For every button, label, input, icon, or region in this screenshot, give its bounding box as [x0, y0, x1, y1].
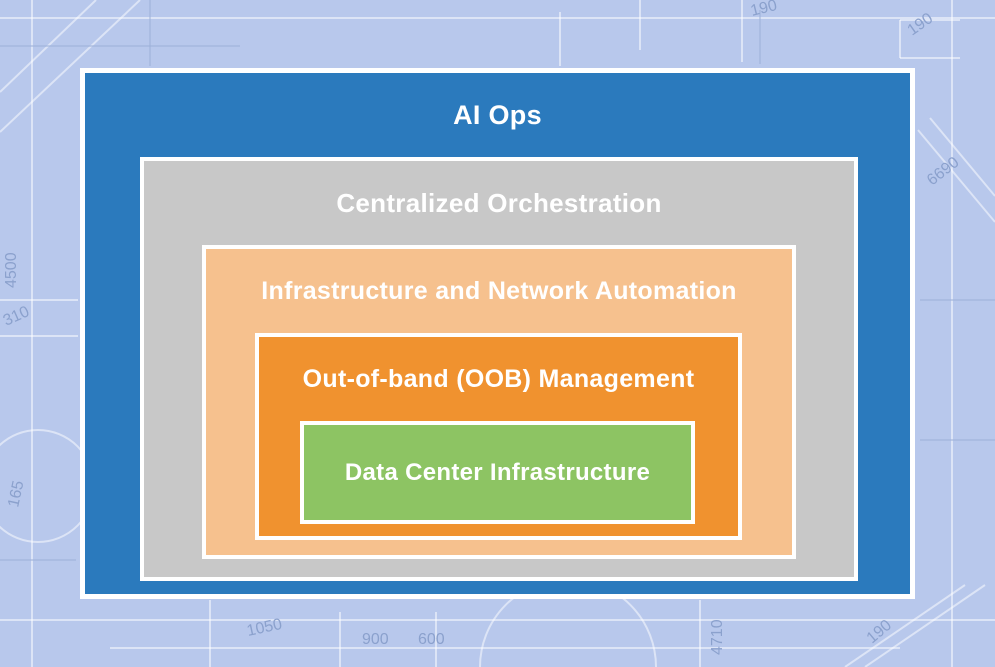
layer-centralized-orchestration: Centralized Orchestration Infrastructure… — [140, 157, 858, 581]
blueprint-dimension-numbers: 190 190 6690 4500 310 165 1050 900 600 4… — [1, 0, 963, 655]
layer-centralized-orchestration-label: Centralized Orchestration — [336, 187, 662, 218]
layer-oob-management-label: Out-of-band (OOB) Management — [302, 364, 695, 393]
dim-number: 600 — [418, 631, 445, 648]
dim-number: 190 — [749, 0, 779, 20]
layer-centralized-orchestration-body: Infrastructure and Network Automation Ou… — [144, 245, 854, 577]
dim-number: 310 — [1, 303, 32, 329]
dim-number: 4710 — [709, 619, 726, 655]
layer-ai-ops: AI Ops Centralized Orchestration Infrast… — [80, 68, 915, 599]
dim-number: 4500 — [3, 252, 20, 288]
layer-ai-ops-body: Centralized Orchestration Infrastructure… — [85, 157, 910, 594]
layer-infrastructure-network-automation-label: Infrastructure and Network Automation — [261, 276, 737, 305]
blueprint-lines-dark — [0, 0, 995, 561]
dim-number: 190 — [864, 617, 895, 647]
layer-ai-ops-label: AI Ops — [453, 99, 542, 130]
layer-data-center-infrastructure: Data Center Infrastructure — [300, 421, 695, 524]
layer-oob-management-body: Data Center Infrastructure — [259, 421, 738, 536]
layer-infrastructure-network-automation-body: Out-of-band (OOB) Management Data Center… — [206, 333, 792, 555]
dim-number: 165 — [5, 479, 27, 509]
dim-number: 900 — [362, 631, 389, 648]
layer-oob-management: Out-of-band (OOB) Management Data Center… — [255, 333, 742, 540]
nested-layers-diagram: AI Ops Centralized Orchestration Infrast… — [80, 68, 915, 599]
layer-data-center-infrastructure-label: Data Center Infrastructure — [344, 458, 651, 486]
dim-number: 190 — [905, 10, 937, 39]
layer-infrastructure-network-automation: Infrastructure and Network Automation Ou… — [202, 245, 796, 559]
